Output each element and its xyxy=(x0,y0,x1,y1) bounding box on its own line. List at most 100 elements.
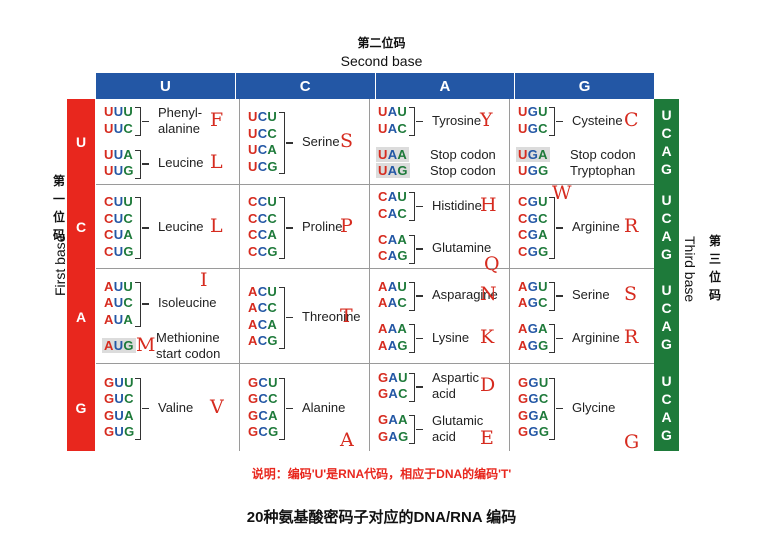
third-base-letter: A xyxy=(661,143,672,159)
codon: ACU xyxy=(248,283,278,299)
bracket-dash xyxy=(416,337,423,340)
amino-acid-name: Proline xyxy=(302,219,343,234)
codon: GGA xyxy=(518,407,549,423)
bracket-dash xyxy=(142,120,149,123)
amino-acid-name: Glycine xyxy=(572,399,616,415)
codon-bracket xyxy=(409,107,415,137)
amino-acid-name: Asparagine xyxy=(432,287,498,303)
first-base-label-cn: 第一位码 xyxy=(52,174,65,242)
codon-bracket xyxy=(135,107,141,137)
codon: GAA xyxy=(378,412,408,428)
amino-acid-name: Glutamine xyxy=(432,240,492,256)
amino-acid-letter: L xyxy=(210,151,223,174)
third-base-letter: A xyxy=(661,228,672,244)
amino-acid-letter: C xyxy=(624,108,639,131)
amino-acid-name: start codon xyxy=(156,346,221,362)
codon: GGC xyxy=(518,391,549,406)
codon: AAA xyxy=(378,321,408,337)
amino-acid-letter: P xyxy=(340,215,353,237)
third-base-letter: U xyxy=(661,372,672,389)
amino-acid-name: Valine xyxy=(158,399,194,415)
codon: CUC xyxy=(104,210,134,226)
codon-bracket xyxy=(549,281,555,311)
bracket-dash xyxy=(556,120,563,123)
codon: CUU xyxy=(104,194,134,209)
amino-acid-name: Arginine xyxy=(572,219,620,234)
codon: CAU xyxy=(378,189,408,205)
amino-acid-name: Tryptophan xyxy=(570,163,636,179)
codon: GGG xyxy=(518,424,550,439)
amino-acid-name: Phenyl- xyxy=(158,104,203,120)
codon: GGU xyxy=(518,374,549,390)
codon: UGG xyxy=(518,163,549,179)
amino-acid-letter: T xyxy=(340,304,353,327)
codon: AAU xyxy=(378,278,408,294)
codon-bracket xyxy=(409,324,415,354)
note-text: 说明：编码'U'是RNA代码，相应于DNA的编码'T' xyxy=(251,467,512,481)
codon-bracket xyxy=(409,234,415,264)
codon-bracket xyxy=(279,377,285,440)
amino-acid-letter: M xyxy=(136,333,156,356)
amino-acid-name: Lysine xyxy=(432,329,470,345)
first-base-a: A xyxy=(75,308,87,325)
codon: UUU xyxy=(104,104,134,120)
codon: CGG xyxy=(518,243,549,259)
amino-acid-letter: A xyxy=(340,428,354,451)
codon: ACA xyxy=(248,316,278,332)
third-base-letter: G xyxy=(661,161,672,177)
codon: UAA xyxy=(376,146,410,162)
codon: CCA xyxy=(248,227,278,242)
codon: CUA xyxy=(104,227,134,242)
codon: GCU xyxy=(248,374,278,390)
bracket-dash xyxy=(142,227,149,229)
second-base-header: U C A G xyxy=(96,73,654,99)
amino-acid-letter: V xyxy=(210,395,224,418)
codon: UGU xyxy=(518,104,548,120)
codon: UAG xyxy=(376,163,410,179)
amino-acid-name: Alanine xyxy=(302,399,346,415)
bracket-dash xyxy=(416,120,423,123)
amino-acid-letter: F xyxy=(210,108,224,131)
codon: UGC xyxy=(518,120,548,136)
second-base-a: A xyxy=(375,73,516,99)
amino-acid-name: Leucine xyxy=(158,219,204,234)
bracket-dash xyxy=(556,295,563,297)
third-base-letter: A xyxy=(661,317,672,334)
codon: AGU xyxy=(518,278,548,294)
codon: AGG xyxy=(518,337,549,353)
third-base-letter: G xyxy=(661,335,672,352)
codon: UCC xyxy=(248,125,278,141)
first-base-u: U xyxy=(75,134,87,150)
codon-bracket xyxy=(549,324,555,354)
codon: CCC xyxy=(248,210,278,226)
codon: GAC xyxy=(378,386,408,402)
amino-acid-name: Histidine xyxy=(432,197,482,213)
codon-bracket xyxy=(549,107,555,137)
amino-acid-letter: N xyxy=(480,283,497,306)
third-base-letter: G xyxy=(661,426,672,443)
amino-acid-name: Leucine xyxy=(158,155,204,171)
amino-acid-name: Arginine xyxy=(572,329,620,345)
amino-acid-name: Serine xyxy=(572,287,610,303)
amino-acid-name: Stop codon xyxy=(430,146,496,162)
codon: UGA xyxy=(516,146,550,162)
amino-acid-letter: R xyxy=(624,215,639,237)
amino-acid-letter: W xyxy=(552,181,572,204)
codon: GUC xyxy=(104,391,134,406)
codon: GAG xyxy=(378,428,409,444)
bracket-dash xyxy=(416,295,423,297)
first-base-c: C xyxy=(75,219,87,235)
codon: UAU xyxy=(378,104,408,120)
codon-bracket xyxy=(409,415,415,445)
figure-caption: 20种氨基酸密码子对应的DNA/RNA 编码 xyxy=(246,509,517,526)
amino-acid-name: alanine xyxy=(158,120,200,136)
